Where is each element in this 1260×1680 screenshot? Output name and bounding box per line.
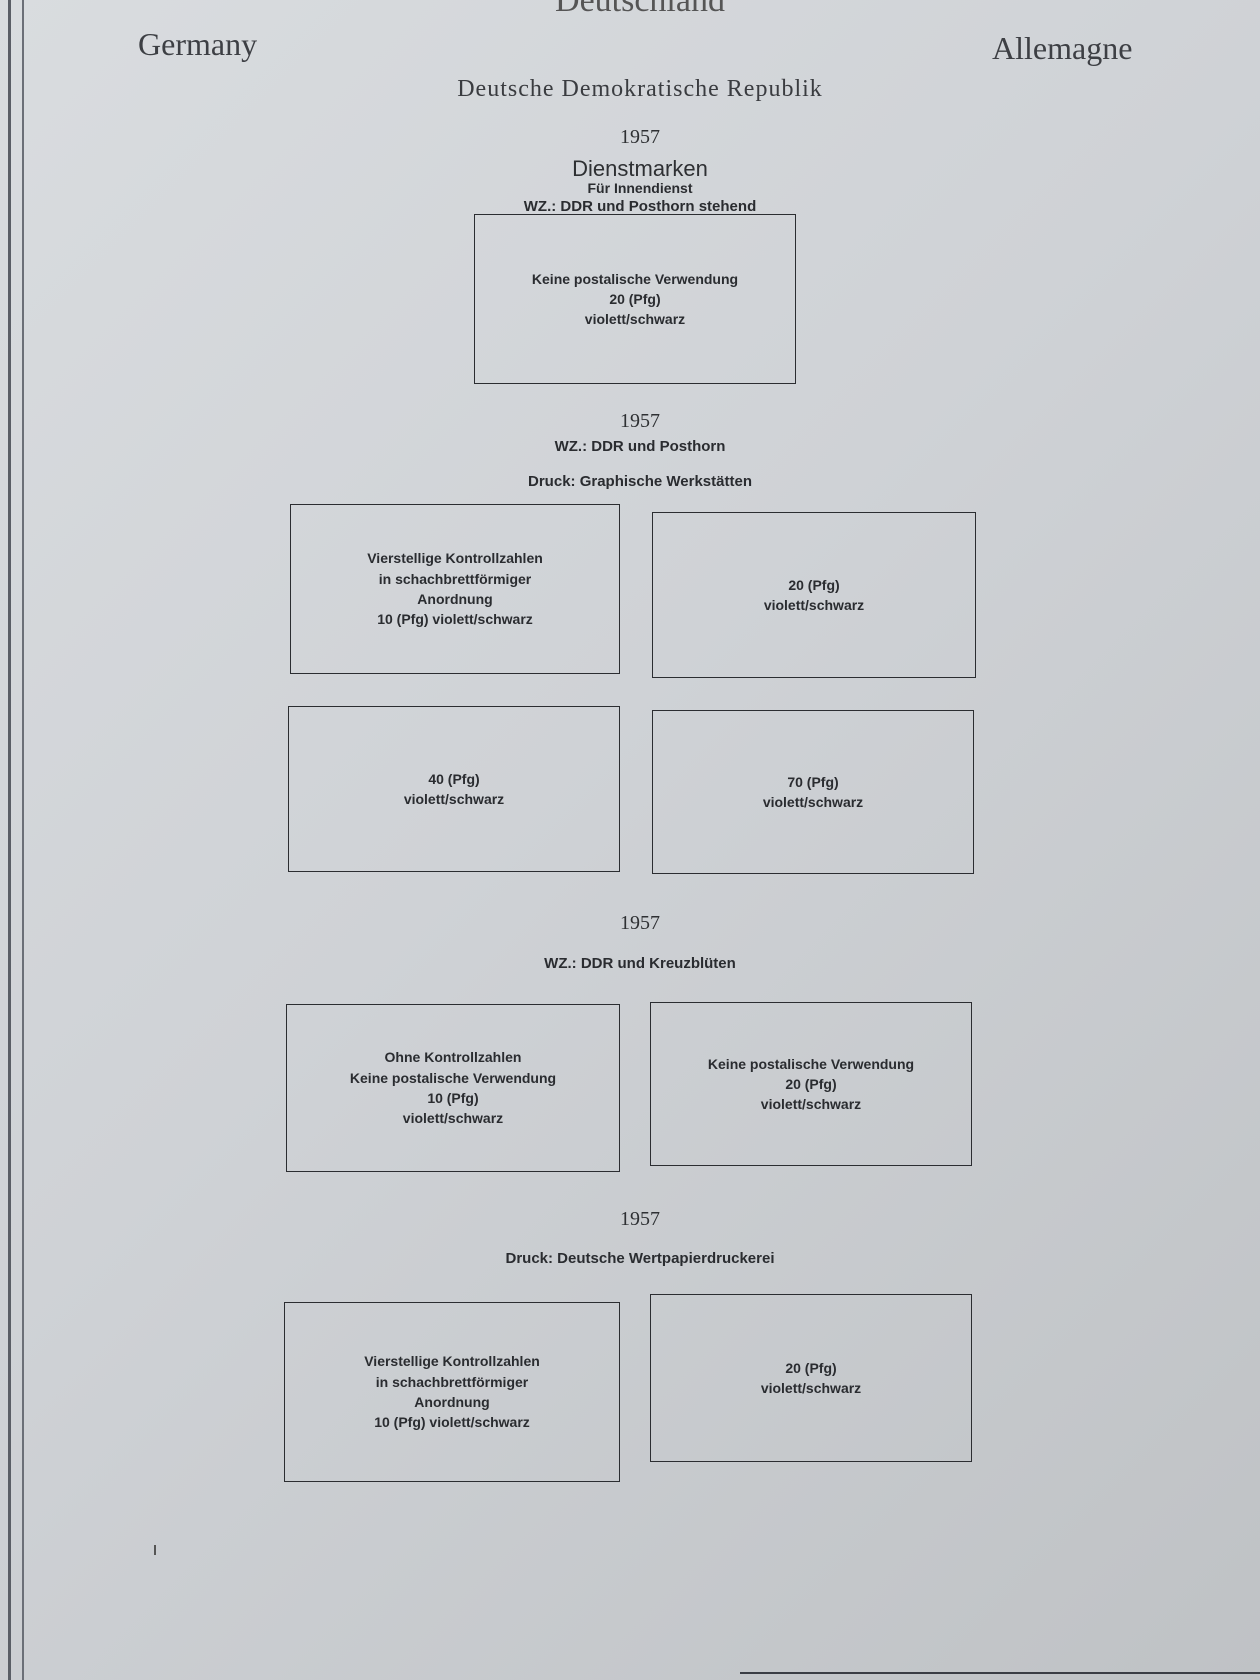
country-left-label: Germany <box>138 26 258 62</box>
section3-watermark: WZ.: DDR und Kreuzblüten <box>544 955 736 972</box>
top-title: Deutschland <box>555 0 725 19</box>
stamp-box: 70 (Pfg) violett/schwarz <box>652 710 974 874</box>
stamp-description: 40 (Pfg) violett/schwarz <box>403 770 505 807</box>
page-edge-inner <box>22 0 24 1680</box>
stamp-box: Keine postalische Verwendung 20 (Pfg) vi… <box>474 214 796 384</box>
section1-year: 1957 <box>620 126 660 148</box>
section3-year: 1957 <box>620 912 660 934</box>
section2-print: Druck: Graphische Werkstätten <box>528 473 752 490</box>
stamp-description: 70 (Pfg) violett/schwarz <box>762 773 864 810</box>
footer-rule <box>740 1672 1260 1674</box>
stamp-description: Keine postalische Verwendung 20 (Pfg) vi… <box>707 1055 915 1113</box>
section1-note: Für Innendienst <box>587 180 693 196</box>
section4-year: 1957 <box>620 1208 660 1230</box>
stamp-box: 20 (Pfg) violett/schwarz <box>652 512 976 678</box>
page-subtitle: Deutsche Demokratische Republik <box>457 76 823 102</box>
pencil-mark <box>154 1545 156 1555</box>
page-edge <box>8 0 11 1680</box>
stamp-description: Vierstellige Kontrollzahlen in schachbre… <box>364 1353 540 1431</box>
country-right-label: Allemagne <box>992 30 1133 66</box>
section2-year: 1957 <box>620 410 660 432</box>
stamp-description: Keine postalische Verwendung 20 (Pfg) vi… <box>531 270 739 328</box>
stamp-description: Vierstellige Kontrollzahlen in schachbre… <box>367 550 543 628</box>
stamp-box: Keine postalische Verwendung 20 (Pfg) vi… <box>650 1002 972 1166</box>
stamp-description: 20 (Pfg) violett/schwarz <box>763 576 865 613</box>
stamp-box: Ohne Kontrollzahlen Keine postalische Ve… <box>286 1004 620 1172</box>
stamp-box: Vierstellige Kontrollzahlen in schachbre… <box>290 504 620 674</box>
section4-print: Druck: Deutsche Wertpapierdruckerei <box>505 1250 775 1267</box>
section1-title: Dienstmarken <box>572 156 708 181</box>
stamp-description: Ohne Kontrollzahlen Keine postalische Ve… <box>349 1049 557 1127</box>
section1-watermark: WZ.: DDR und Posthorn stehend <box>523 198 757 215</box>
stamp-box: 20 (Pfg) violett/schwarz <box>650 1294 972 1462</box>
stamp-description: 20 (Pfg) violett/schwarz <box>760 1359 862 1396</box>
section2-watermark: WZ.: DDR und Posthorn <box>554 438 726 455</box>
stamp-box: Vierstellige Kontrollzahlen in schachbre… <box>284 1302 620 1482</box>
stamp-box: 40 (Pfg) violett/schwarz <box>288 706 620 872</box>
